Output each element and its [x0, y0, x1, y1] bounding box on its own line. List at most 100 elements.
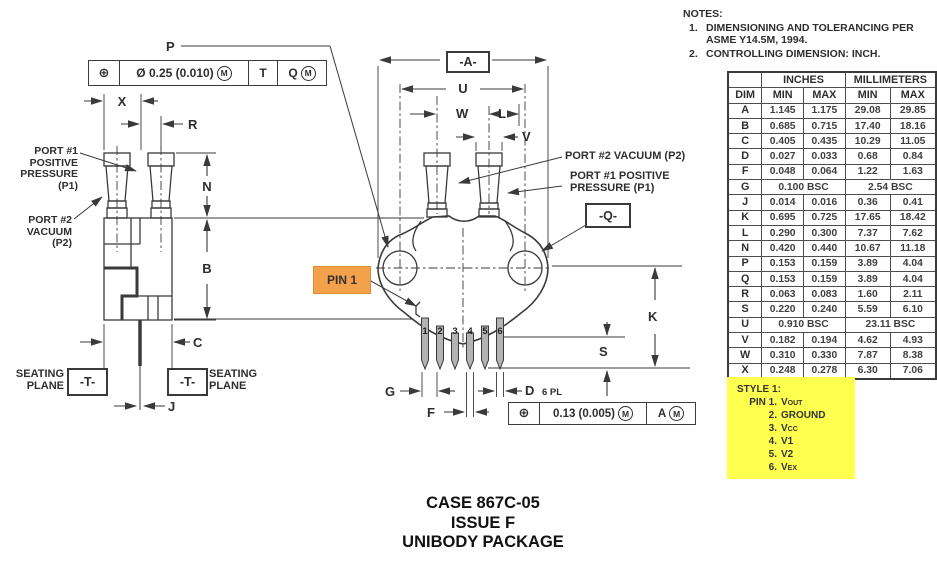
- leader-lines: [73, 45, 587, 307]
- dim-label-d: D: [525, 383, 535, 398]
- dim-cell: V: [727, 332, 763, 349]
- port2-label-right: PORT #2 VACUUM (P2): [565, 150, 686, 162]
- dim-cell: L: [727, 224, 763, 242]
- position-symbol: ⊕: [98, 65, 110, 81]
- pinout-name: VEX: [781, 461, 798, 473]
- dim-cell: 0.016: [803, 194, 846, 211]
- dim-cell: 10.67: [844, 240, 891, 257]
- dim-cell: 0.41: [889, 194, 937, 211]
- table-column-header-row: DIM MIN MAX MIN MAX: [727, 87, 937, 104]
- mmc-modifier-icon: M: [618, 406, 633, 421]
- dim-cell: 0.182: [761, 332, 805, 349]
- table-group-header-row: INCHES MILLIMETERS: [727, 71, 937, 89]
- pinout-row: 2. GROUND: [737, 410, 849, 423]
- col-header-max-in: MAX: [803, 87, 846, 104]
- dim-cell: 7.37: [844, 224, 891, 242]
- table-corner-cell: [727, 71, 763, 89]
- dim-cell: N: [727, 240, 763, 257]
- case-number: CASE 867C-05: [426, 494, 540, 512]
- dim-cell: F: [727, 163, 763, 181]
- pinout-row: 4.V1: [737, 436, 849, 449]
- style-title: STYLE 1:: [737, 384, 781, 395]
- dim-cell: Q: [727, 270, 763, 288]
- inches-header: INCHES: [761, 71, 846, 89]
- dim-cell: U: [727, 316, 763, 334]
- dim-cell: 0.685: [761, 117, 805, 135]
- dim-cell: 7.06: [889, 362, 937, 380]
- pin1-callout: PIN 1: [313, 266, 371, 294]
- note-item: 1. DIMENSIONING AND TOLERANCING PER ASME …: [683, 22, 935, 47]
- dim-cell: 0.330: [803, 347, 846, 364]
- dim-cell: 0.440: [803, 240, 846, 257]
- pinout-name-subscript: CC: [787, 425, 798, 433]
- pinout-name-subscript: EX: [787, 464, 798, 472]
- dim-cell: 0.033: [803, 148, 846, 165]
- dim-cell: 7.87: [844, 347, 891, 364]
- pin-number: 6: [497, 326, 502, 337]
- note-item: 2.CONTROLLING DIMENSION: INCH.: [683, 48, 935, 61]
- col-header-dim: DIM: [727, 87, 763, 104]
- dim-cell: 0.36: [844, 194, 891, 211]
- dim-label-r: R: [188, 117, 198, 132]
- dim-label-c: C: [193, 335, 203, 350]
- note-text: DIMENSIONING AND TOLERANCING PER ASME Y1…: [706, 21, 914, 47]
- case-outline-drawing: 1 2 3 4 5 6: [73, 45, 690, 417]
- pinout-name: GROUND: [781, 410, 826, 422]
- dim-cell: 3.89: [844, 270, 891, 288]
- dim-cell: C: [727, 133, 763, 150]
- dim-cell: S: [727, 301, 763, 318]
- note-number: 1.: [689, 21, 698, 34]
- dim-cell: 6.10: [889, 301, 937, 318]
- pinout-number: 6.: [768, 461, 777, 473]
- pinout-row: 5.V2: [737, 449, 849, 462]
- dim-cell: 0.194: [803, 332, 846, 349]
- pinout-number: 5.: [768, 448, 777, 460]
- dim-cell: 0.300: [803, 224, 846, 242]
- col-header-min-mm: MIN: [844, 87, 891, 104]
- dim-cell: 0.435: [803, 133, 846, 150]
- dim-label-b: B: [202, 261, 212, 276]
- dim-cell: 0.310: [761, 347, 805, 364]
- dim-cell: 3.89: [844, 255, 891, 272]
- note-number: 2.: [689, 47, 698, 60]
- pinout-row: 3.VCC: [737, 423, 849, 437]
- dim-label-k: K: [648, 309, 658, 324]
- dim-cell: 0.68: [844, 148, 891, 165]
- dim-cell: 0.063: [761, 286, 805, 303]
- dim-cell: 0.240: [803, 301, 846, 318]
- dim-label-v: V: [522, 129, 531, 144]
- pin-number: 5: [482, 326, 488, 337]
- dim-cell: 1.175: [803, 102, 846, 119]
- dim-cell: 1.63: [889, 163, 937, 181]
- dim-cell: P: [727, 255, 763, 272]
- package-name: UNIBODY PACKAGE: [402, 533, 564, 551]
- dim-cell: 1.60: [844, 286, 891, 303]
- dim-label-s: S: [599, 344, 608, 359]
- dim-cell: 0.159: [803, 270, 846, 288]
- dim-cell: 4.93: [889, 332, 937, 349]
- pinout-number: 2.: [768, 410, 777, 422]
- dim-cell: 17.65: [844, 209, 891, 226]
- pinout-name: VOUT: [781, 396, 803, 408]
- col-header-min-in: MIN: [761, 87, 805, 104]
- dim-cell: 0.695: [761, 209, 805, 226]
- dim-cell: 0.064: [803, 163, 846, 181]
- position-symbol: ⊕: [518, 406, 530, 421]
- dim-cell: 18.42: [889, 209, 937, 226]
- lead-pins: [421, 317, 504, 371]
- dim-label-l: L: [498, 106, 506, 121]
- dim-cell: R: [727, 286, 763, 303]
- port2-label-left: PORT #2 VACUUM (P2): [26, 214, 72, 249]
- extension-lines: [103, 66, 690, 417]
